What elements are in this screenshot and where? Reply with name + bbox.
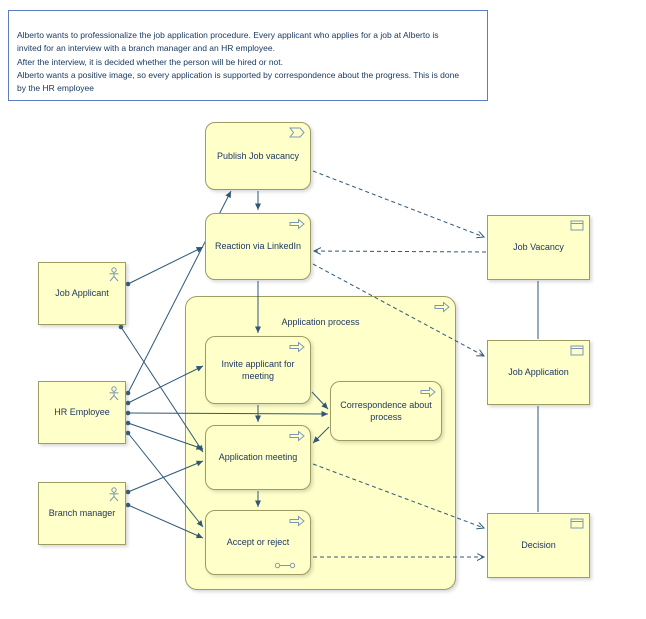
business-event-icon: [288, 127, 305, 138]
edge-job-applicant-reaction-via-linkedin: [125, 246, 204, 287]
process-correspondence-about-process[interactable]: Correspondence about process: [330, 381, 442, 441]
node-label: Publish Job vacancy: [216, 150, 300, 161]
node-label: Correspondence about process: [340, 399, 432, 422]
node-label: Decision: [521, 540, 556, 551]
object-job-vacancy[interactable]: Job Vacancy: [487, 215, 590, 280]
object-job-application[interactable]: Job Application: [487, 340, 590, 405]
business-process-icon: [289, 515, 305, 527]
note-text: Alberto wants to professionalize the job…: [17, 30, 460, 93]
business-actor-icon: [108, 386, 120, 401]
object-decision[interactable]: Decision: [487, 513, 590, 578]
note-annotation[interactable]: Alberto wants to professionalize the job…: [8, 10, 488, 102]
node-label: Accept or reject: [226, 537, 290, 548]
node-label: Invite applicant for meeting: [221, 358, 295, 381]
business-actor-icon: [108, 487, 120, 502]
process-invite-applicant-for-meeting[interactable]: Invite applicant for meeting: [205, 336, 311, 404]
process-application-meeting[interactable]: Application meeting: [205, 425, 311, 490]
node-label: Job Application: [508, 367, 569, 378]
process-accept-or-reject[interactable]: Accept or reject: [205, 510, 311, 575]
node-label: HR Employee: [54, 407, 110, 418]
process-publish-job-vacancy[interactable]: Publish Job vacancy: [205, 122, 311, 190]
node-label: Job Vacancy: [513, 242, 564, 253]
business-actor-icon: [108, 267, 120, 282]
business-process-icon: [289, 430, 305, 442]
process-reaction-via-linkedin[interactable]: Reaction via LinkedIn: [205, 213, 311, 280]
junction-icon: [274, 562, 296, 569]
business-object-icon: [570, 220, 584, 231]
business-process-icon: [289, 341, 305, 353]
business-process-icon: [434, 301, 450, 313]
actor-branch-manager[interactable]: Branch manager: [38, 482, 126, 545]
business-object-icon: [570, 345, 584, 356]
node-label: Job Applicant: [55, 288, 109, 299]
actor-job-applicant[interactable]: Job Applicant: [38, 262, 126, 325]
business-process-icon: [420, 386, 436, 398]
edge-job-vacancy-reaction-via-linkedin: [314, 251, 487, 252]
node-label: Branch manager: [48, 508, 116, 519]
actor-hr-employee[interactable]: HR Employee: [38, 381, 126, 444]
group-label: Application process: [281, 317, 360, 327]
node-label: Application meeting: [218, 452, 298, 463]
edge-publish-job-vacancy-job-vacancy: [312, 170, 484, 237]
business-object-icon: [570, 518, 584, 529]
business-process-icon: [289, 218, 305, 230]
node-label: Reaction via LinkedIn: [214, 241, 302, 252]
